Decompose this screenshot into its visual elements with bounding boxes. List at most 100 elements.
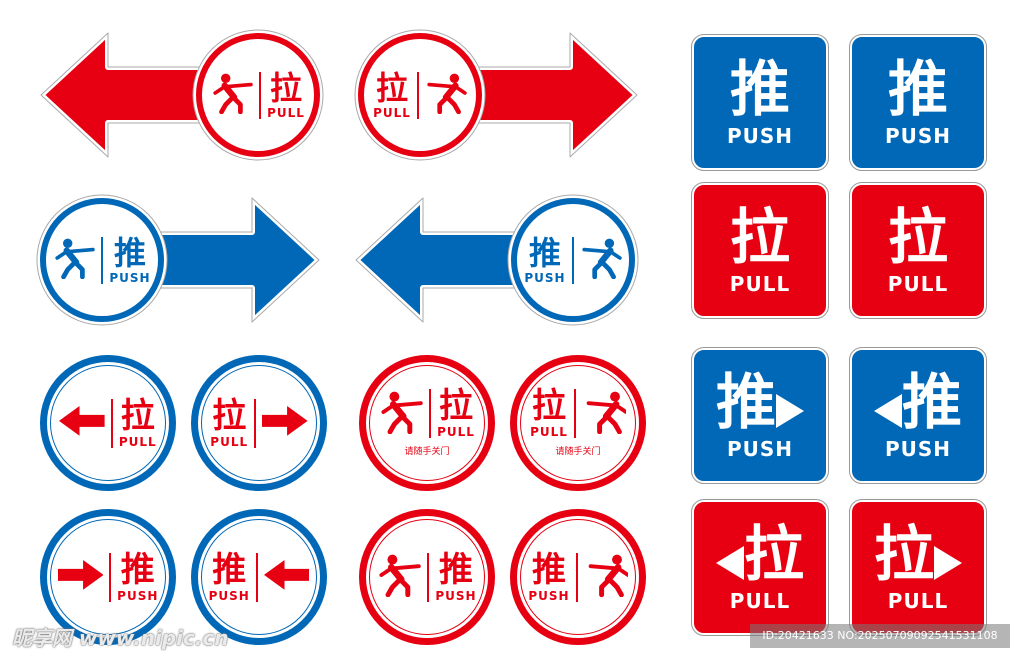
person-figure-icon	[379, 554, 422, 598]
sign-char: 推	[902, 367, 962, 438]
divider-line	[254, 398, 257, 448]
sign-icon	[262, 406, 308, 440]
sign-char: 拉	[874, 519, 934, 590]
sign-label: PULL	[887, 588, 949, 613]
sign-label: PUSH	[884, 123, 952, 148]
divider-line	[101, 236, 104, 284]
sign-char: 拉	[375, 68, 408, 107]
sign-icon	[584, 553, 630, 601]
sign-icon	[211, 72, 253, 118]
sign-label: PUSH	[524, 270, 566, 285]
sign-char: 推	[716, 367, 776, 438]
square-sign-push: 推 PUSH	[849, 34, 987, 171]
sign-label: PUSH	[109, 270, 151, 285]
divider-line	[573, 389, 576, 438]
square-sign-top: 拉	[888, 208, 948, 268]
person-figure-icon	[213, 73, 253, 115]
person-figure-icon	[427, 73, 467, 115]
sign-icon	[580, 237, 622, 283]
sign-label: PULL	[729, 271, 791, 296]
sign-arrow	[874, 393, 902, 432]
sign-arrow	[934, 545, 962, 584]
triangle-left-icon	[716, 545, 744, 580]
sign-char: 推	[531, 549, 566, 590]
sign-arrow	[716, 545, 744, 584]
divider-line	[259, 71, 262, 119]
triangle-right-icon	[776, 393, 804, 428]
arrow-left-icon	[59, 406, 105, 436]
sign-label: PULL	[373, 105, 411, 120]
inner-ring	[201, 365, 317, 481]
sign-icon	[263, 560, 310, 594]
inner-ring	[369, 519, 485, 635]
sign-icon	[582, 390, 628, 438]
watermark: 昵享网 www.nipic.cn	[12, 626, 229, 650]
person-figure-icon	[581, 238, 622, 280]
inner-ring	[201, 519, 317, 635]
sign-icon	[57, 560, 104, 594]
sign-label: PUSH	[208, 588, 250, 603]
sign-label: PULL	[267, 105, 305, 120]
sign-char: 拉	[888, 202, 948, 273]
sign-label: PULL	[118, 434, 157, 449]
sign-label: PULL	[210, 434, 249, 449]
image-id-label: ID:20421633 NO:20250709092541531108	[750, 624, 1010, 648]
divider-line	[575, 552, 578, 602]
square-sign-pull: 拉 PULL	[691, 499, 829, 636]
sign-icon	[425, 72, 467, 118]
square-sign-top: 推	[888, 60, 948, 120]
sign-char: 拉	[269, 68, 302, 107]
person-figure-icon	[55, 238, 96, 280]
sign-icon	[59, 406, 105, 440]
inner-ring	[520, 365, 636, 481]
sign-char: 拉	[439, 386, 473, 426]
sign-label: PULL	[729, 588, 791, 613]
divider-line	[255, 552, 258, 602]
divider-line	[427, 552, 430, 602]
inner-ring	[50, 365, 166, 481]
sign-char: 拉	[120, 395, 155, 436]
sign-char: 推	[730, 54, 790, 125]
sign-char: 推	[113, 233, 146, 272]
divider-line	[571, 236, 574, 284]
inner-ring	[369, 365, 485, 481]
sign-label: PUSH	[435, 588, 477, 603]
sign-char: 拉	[730, 202, 790, 273]
sign-char: 推	[120, 549, 155, 590]
person-figure-icon	[381, 391, 423, 434]
square-sign-top: 拉	[874, 525, 962, 585]
divider-line	[416, 71, 419, 119]
square-sign-top: 拉	[716, 525, 804, 585]
